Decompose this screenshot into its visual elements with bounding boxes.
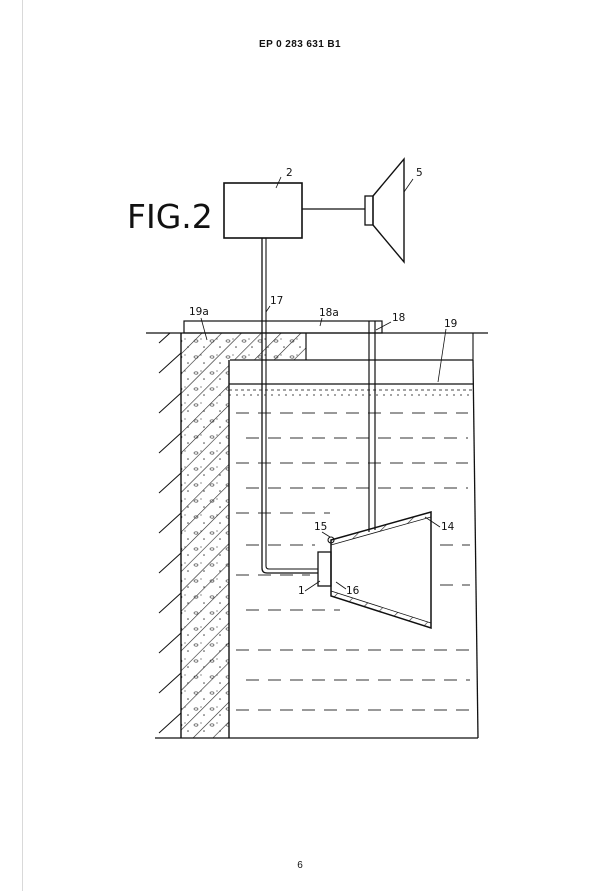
ref-pivot: 15: [314, 521, 327, 533]
ref-control-unit: 2: [286, 167, 293, 179]
speaker-cone: [372, 157, 405, 264]
page-number: 6: [297, 860, 303, 871]
speaker-driver: [364, 195, 374, 226]
control-unit-box: [223, 182, 303, 239]
ref-pipe: 18: [392, 312, 405, 324]
water-body: [236, 412, 470, 711]
ref-horn-mount: 16: [346, 585, 360, 597]
cover-plate: [183, 320, 383, 334]
ref-ground: 19: [444, 318, 457, 330]
ref-speaker: 5: [416, 167, 423, 179]
ref-wall-top: 19a: [189, 306, 209, 318]
earth-hatching: [158, 332, 182, 734]
patent-number: EP 0 283 631 B1: [259, 39, 341, 50]
ref-transducer: 1: [298, 585, 305, 597]
cable: [261, 238, 318, 574]
ref-cable: 17: [270, 295, 283, 307]
figure-label: FIG.2: [127, 197, 213, 236]
ref-cover: 18a: [319, 307, 339, 319]
basin-right-wall: [472, 359, 479, 739]
page-edge: [22, 0, 23, 891]
ref-horn: 14: [441, 521, 455, 533]
pivot: [327, 536, 335, 544]
transducer: [317, 551, 332, 587]
